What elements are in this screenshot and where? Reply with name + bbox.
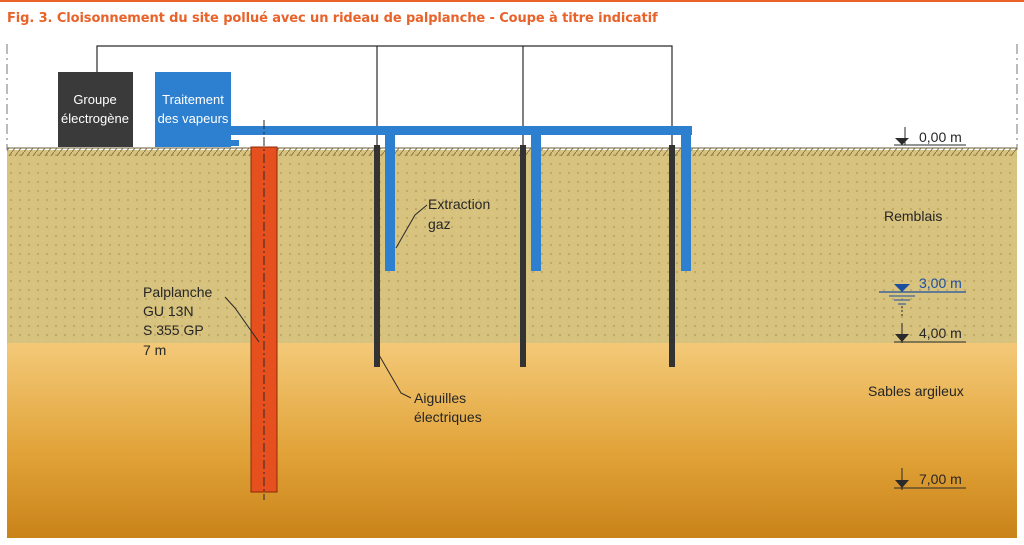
gas-main-pipe-return bbox=[231, 140, 239, 146]
extraction-label-2: gaz bbox=[428, 216, 451, 232]
figure-caption: Fig. 3. Cloisonnement du site pollué ave… bbox=[7, 11, 658, 26]
needles-leader bbox=[378, 354, 412, 399]
electric-needle-1 bbox=[374, 145, 380, 367]
sheet-pile-leader bbox=[224, 296, 260, 343]
electric-needle-2 bbox=[520, 145, 526, 367]
sheet-pile-label-2: GU 13N bbox=[143, 303, 194, 319]
level-marker-layer-boundary bbox=[894, 323, 966, 343]
level-ground: 0,00 m bbox=[919, 129, 962, 145]
generator-box bbox=[58, 72, 133, 147]
gas-pipe-1 bbox=[385, 126, 395, 271]
generator-label-1: Groupe bbox=[73, 92, 116, 107]
level-water: 3,00 m bbox=[919, 275, 962, 291]
needles-label-1: Aiguilles bbox=[414, 390, 466, 406]
level-marker-water bbox=[879, 284, 966, 318]
gas-pipe-3 bbox=[681, 126, 691, 271]
level-bottom: 7,00 m bbox=[919, 471, 962, 487]
sheet-pile-label-3: S 355 GP bbox=[143, 322, 204, 338]
vapor-treatment-box bbox=[155, 72, 231, 147]
needles-label-2: électriques bbox=[414, 409, 482, 425]
fill-layer-label: Remblais bbox=[884, 208, 942, 224]
power-cable bbox=[96, 45, 673, 145]
clay-sand-layer bbox=[7, 343, 1017, 538]
gas-pipe-2 bbox=[531, 126, 541, 271]
fill-layer-texture bbox=[7, 150, 1017, 343]
extraction-label-1: Extraction bbox=[428, 196, 490, 212]
electric-needle-3 bbox=[669, 145, 675, 367]
level-marker-bottom bbox=[894, 468, 966, 490]
extraction-leader bbox=[395, 204, 428, 249]
vapor-treatment-label-2: des vapeurs bbox=[158, 111, 229, 126]
generator-label-2: électrogène bbox=[61, 111, 129, 126]
ground-surface-hatch bbox=[7, 148, 1017, 156]
top-rule bbox=[0, 0, 1024, 2]
level-marker-ground bbox=[894, 127, 966, 146]
clay-sand-layer-label: Sables argileux bbox=[868, 383, 964, 399]
sheet-pile-label-4: 7 m bbox=[143, 342, 166, 358]
vapor-treatment-label-1: Traitement bbox=[162, 92, 224, 107]
level-layer-boundary: 4,00 m bbox=[919, 325, 962, 341]
sheet-pile-label-1: Palplanche bbox=[143, 284, 212, 300]
gas-main-pipe bbox=[231, 126, 692, 135]
